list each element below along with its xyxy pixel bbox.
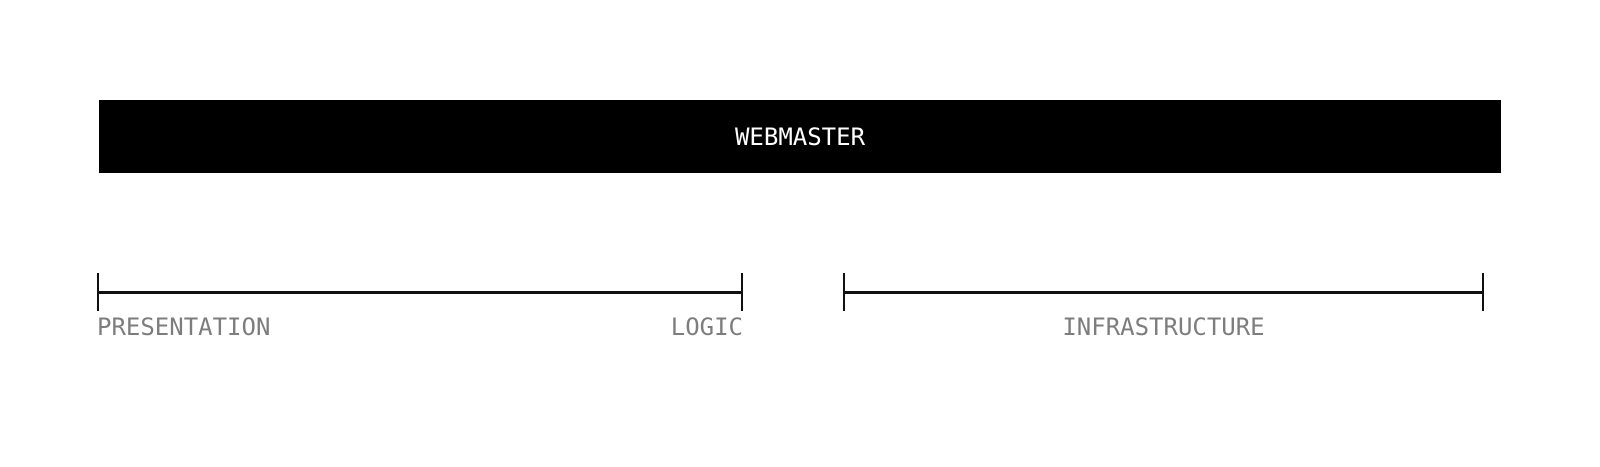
range-line (843, 291, 1484, 294)
range-end-tick-icon (741, 273, 743, 311)
range-track (843, 273, 1484, 311)
range-infrastructure: INFRASTRUCTURE (843, 273, 1484, 341)
range-label-row: INFRASTRUCTURE (843, 313, 1484, 341)
webmaster-title-label: WEBMASTER (734, 122, 866, 151)
range-track (97, 273, 743, 311)
presentation-label: PRESENTATION (97, 313, 271, 341)
logic-label: LOGIC (670, 313, 743, 341)
webmaster-title-bar: WEBMASTER (99, 100, 1501, 173)
range-end-tick-icon (1482, 273, 1484, 311)
range-label-row: PRESENTATION LOGIC (97, 313, 743, 341)
range-line (97, 291, 743, 294)
infrastructure-label: INFRASTRUCTURE (1062, 313, 1265, 341)
range-presentation-to-logic: PRESENTATION LOGIC (97, 273, 743, 341)
